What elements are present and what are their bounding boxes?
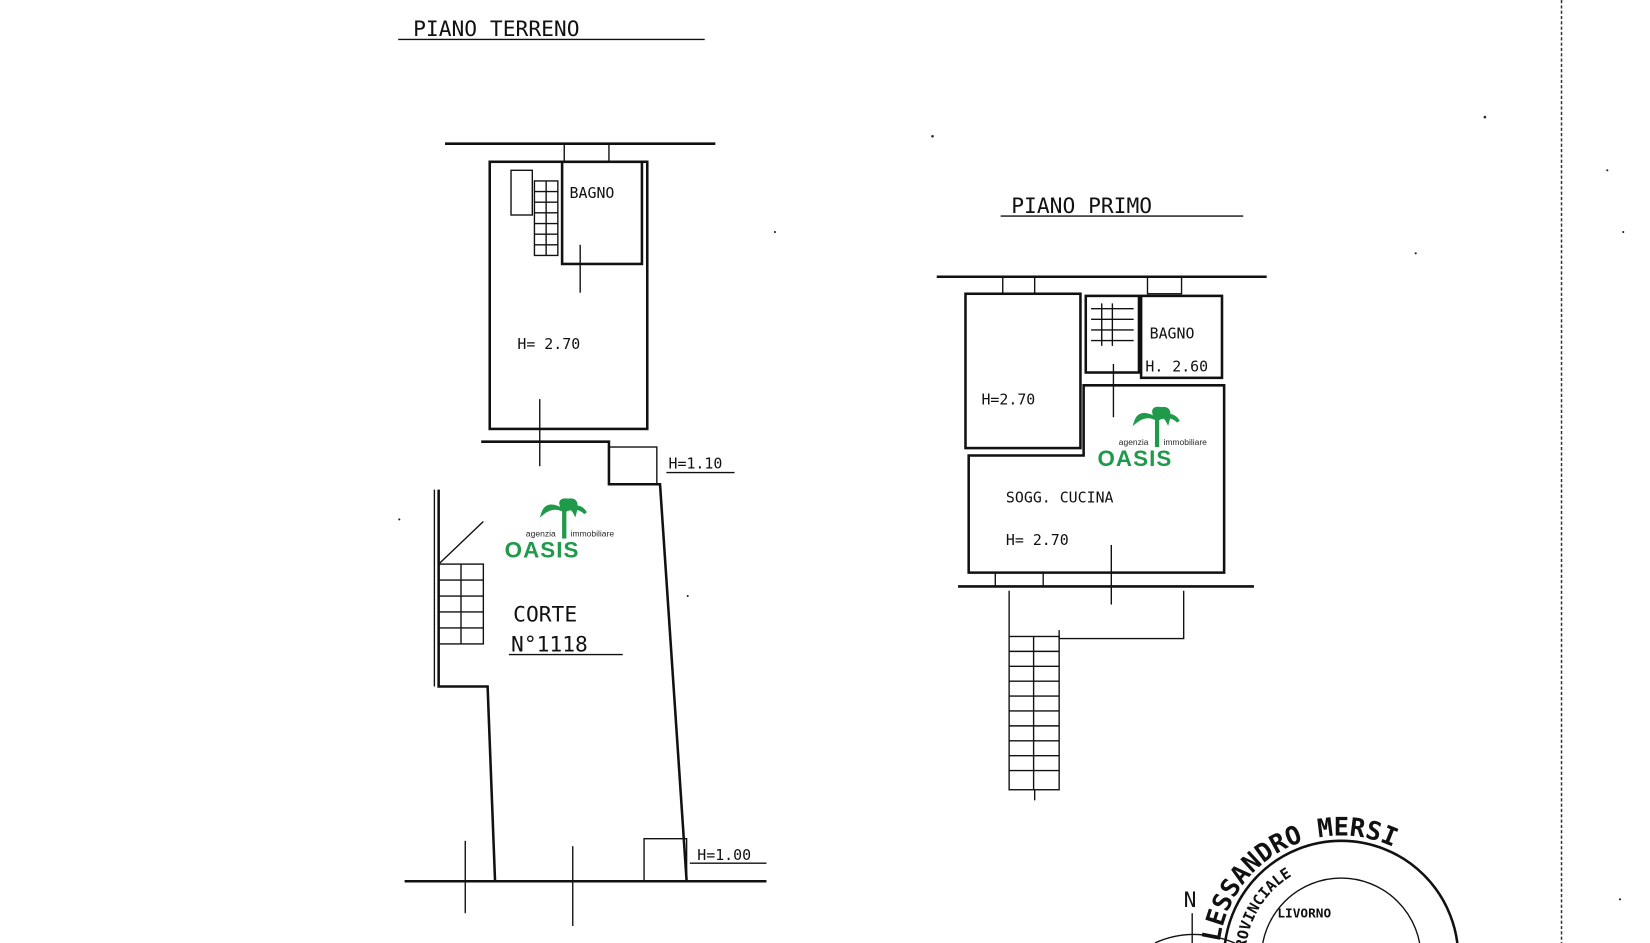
- agency-logo: agenzia immobiliare OASIS: [505, 498, 615, 563]
- external-stairs-icon: [1008, 590, 1060, 791]
- first-room-height: H=2.70: [981, 390, 1035, 408]
- ground-window-height-top: H=1.10: [669, 454, 723, 472]
- ground-room-height: H= 2.70: [517, 335, 580, 353]
- north-label: N: [1184, 888, 1197, 913]
- scan-specks: [398, 115, 1625, 901]
- palm-tree-icon: [539, 498, 587, 539]
- first-floor-title-text: PIANO PRIMO: [1011, 194, 1152, 219]
- logo-text-immobiliare: immobiliare: [1163, 437, 1207, 447]
- first-bathroom-label: BAGNO: [1150, 324, 1195, 342]
- kitchen-height: H= 2.70: [1006, 531, 1069, 549]
- svg-text:ALESSANDRO MERSI: ALESSANDRO MERSI: [1196, 812, 1402, 943]
- courtyard-stairs-icon: [437, 521, 485, 645]
- stamp-center-text: LIVORNO: [1277, 906, 1331, 921]
- stamp-outer-text: ALESSANDRO MERSI: [1196, 812, 1402, 943]
- kitchen-label: SOGG. CUCINA: [1006, 488, 1114, 506]
- ground-floor-title: PIANO TERRENO: [398, 17, 705, 42]
- first-floor-title: PIANO PRIMO: [1000, 194, 1244, 219]
- professional-stamp: ALESSANDRO MERSI PROVINCIALE LIVORNO: [1196, 812, 1459, 943]
- courtyard-label: CORTE: [513, 603, 577, 628]
- palm-tree-icon: [1132, 406, 1180, 448]
- stairs-icon: [1084, 294, 1141, 374]
- logo-text-agenzia: agenzia: [1119, 437, 1149, 447]
- first-floor-plan: BAGNO H. 2.60 H=2.70 SOGG. CUCINA H= 2.7…: [936, 275, 1267, 801]
- first-bathroom-height: H. 2.60: [1145, 357, 1208, 375]
- logo-name: OASIS: [1097, 446, 1172, 471]
- stairs-icon: [510, 169, 559, 257]
- ground-floor-title-text: PIANO TERRENO: [413, 17, 579, 42]
- agency-logo: agenzia immobiliare OASIS: [1097, 406, 1207, 471]
- logo-name: OASIS: [505, 538, 580, 563]
- courtyard-number: N°1118: [511, 632, 588, 657]
- logo-text-agenzia: agenzia: [526, 528, 556, 538]
- ground-window-height-bottom: H=1.00: [697, 846, 751, 864]
- ground-bathroom-label: BAGNO: [570, 184, 615, 202]
- ground-floor-plan: H= 2.70 BAGNO H=1.10 CORTE N°1118 H=1.00: [404, 142, 767, 926]
- logo-text-immobiliare: immobiliare: [571, 528, 615, 538]
